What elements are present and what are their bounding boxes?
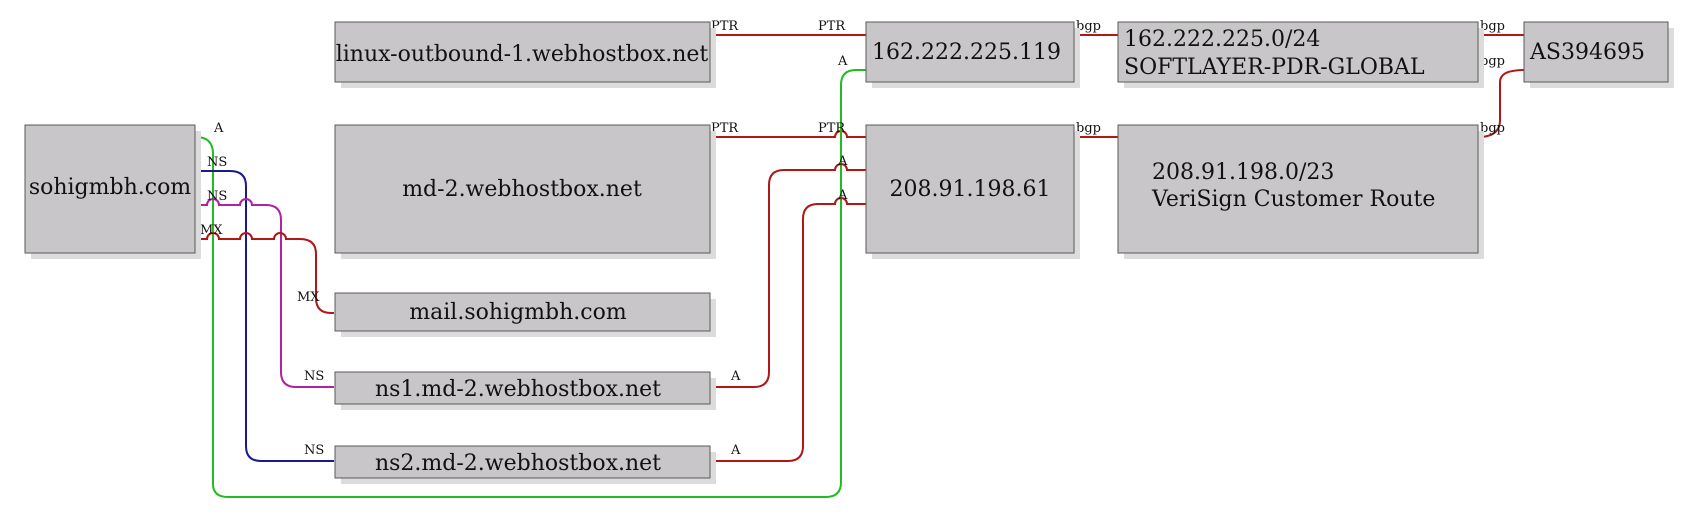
edge-a-sohigmbh-to-ip1 — [195, 69, 866, 498]
node-box — [334, 445, 711, 479]
edge-a-ns2-to-ip2 — [710, 197, 866, 462]
node-linux-outbound[interactable]: linux-outbound-1.webhostbox.net — [334, 21, 716, 88]
node-label-prefix1-cidr: 162.222.225.0/24 — [1124, 27, 1320, 52]
node-label-md-2: md-2.webhostbox.net — [402, 177, 642, 202]
node-box — [24, 124, 196, 254]
edge-ns-sohigmbh-to-ns2 — [196, 170, 334, 462]
node-sohigmbh[interactable]: sohigmbh.com — [24, 124, 201, 259]
edge-ns-sohigmbh-to-ns1 — [196, 198, 334, 388]
edge-label-bgp-prefix2: bgp — [1480, 121, 1505, 136]
node-mail[interactable]: mail.sohigmbh.com — [334, 292, 716, 337]
edge-label-a-ip2-ns1: A — [837, 154, 848, 169]
node-label-prefix2-cidr: 208.91.198.0/23 — [1152, 160, 1334, 185]
node-box — [334, 21, 711, 83]
edge-label-mx-sohigmbh: MX — [200, 223, 223, 238]
nodes: sohigmbh.com linux-outbound-1.webhostbox… — [24, 21, 1674, 484]
edge-labels: PTR PTR bgp bgp bgp A PTR PTR bgp bgp A … — [200, 19, 1505, 458]
node-label-mail: mail.sohigmbh.com — [409, 300, 627, 325]
node-label-prefix1-name: SOFTLAYER-PDR-GLOBAL — [1124, 55, 1425, 80]
edge-label-ptr-md2: PTR — [711, 121, 739, 136]
edges — [195, 34, 1525, 498]
node-box — [1523, 21, 1669, 83]
node-box — [865, 21, 1075, 83]
node-box — [865, 124, 1075, 254]
node-ip-162-222-225-119[interactable]: 162.222.225.119 — [865, 21, 1080, 88]
node-as394695[interactable]: AS394695 — [1523, 21, 1674, 88]
edge-label-bgp-ip2: bgp — [1076, 121, 1101, 136]
node-box — [1117, 21, 1479, 83]
node-label-sohigmbh: sohigmbh.com — [29, 175, 191, 200]
edge-label-mx-mail: MX — [297, 290, 320, 305]
node-box — [334, 124, 711, 254]
edge-label-ns-ns2: NS — [304, 443, 324, 458]
edge-label-ptr-ip1: PTR — [818, 19, 846, 34]
node-label-linux-outbound: linux-outbound-1.webhostbox.net — [336, 42, 709, 67]
node-md-2[interactable]: md-2.webhostbox.net — [334, 124, 716, 259]
edge-label-ptr-ip2: PTR — [818, 121, 846, 136]
edge-label-a-sohigmbh: A — [213, 121, 224, 136]
node-ip-208-91-198-61[interactable]: 208.91.198.61 — [865, 124, 1080, 259]
edge-label-a-ns2: A — [730, 443, 741, 458]
node-prefix-208-91-198-0[interactable]: 208.91.198.0/23 VeriSign Customer Route — [1117, 124, 1484, 259]
edge-label-a-ip1: A — [837, 54, 848, 69]
node-prefix-162-222-225-0[interactable]: 162.222.225.0/24 SOFTLAYER-PDR-GLOBAL — [1117, 21, 1484, 88]
edge-label-bgp-ip1: bgp — [1076, 19, 1101, 34]
node-ns2[interactable]: ns2.md-2.webhostbox.net — [334, 445, 716, 484]
edge-label-bgp-prefix1: bgp — [1480, 19, 1505, 34]
edge-label-a-ns1: A — [730, 369, 741, 384]
edge-label-ns-sohigmbh-2: NS — [207, 189, 227, 204]
edge-label-bgp-prefix2-upper: bgp — [1480, 54, 1505, 69]
node-box — [1117, 124, 1479, 254]
edge-label-a-ip2-ns2: A — [837, 188, 848, 203]
edge-label-ns-sohigmbh-1: NS — [207, 155, 227, 170]
node-label-ip2: 208.91.198.61 — [890, 177, 1051, 202]
node-label-ip1: 162.222.225.119 — [872, 40, 1061, 65]
node-label-asn: AS394695 — [1529, 40, 1645, 65]
node-ns1[interactable]: ns1.md-2.webhostbox.net — [334, 371, 716, 410]
node-label-ns1: ns1.md-2.webhostbox.net — [375, 377, 661, 402]
edge-a-ns1-to-ip2 — [710, 163, 866, 388]
edge-mx-sohigmbh-to-mail — [196, 232, 334, 314]
edge-label-ns-ns1: NS — [304, 369, 324, 384]
node-box — [334, 292, 711, 332]
node-label-ns2: ns2.md-2.webhostbox.net — [375, 451, 661, 476]
node-box — [334, 371, 711, 405]
node-label-prefix2-name: VeriSign Customer Route — [1151, 187, 1435, 212]
edge-bgp-prefix2-to-asn — [1477, 69, 1525, 138]
edge-label-ptr-linux: PTR — [711, 19, 739, 34]
